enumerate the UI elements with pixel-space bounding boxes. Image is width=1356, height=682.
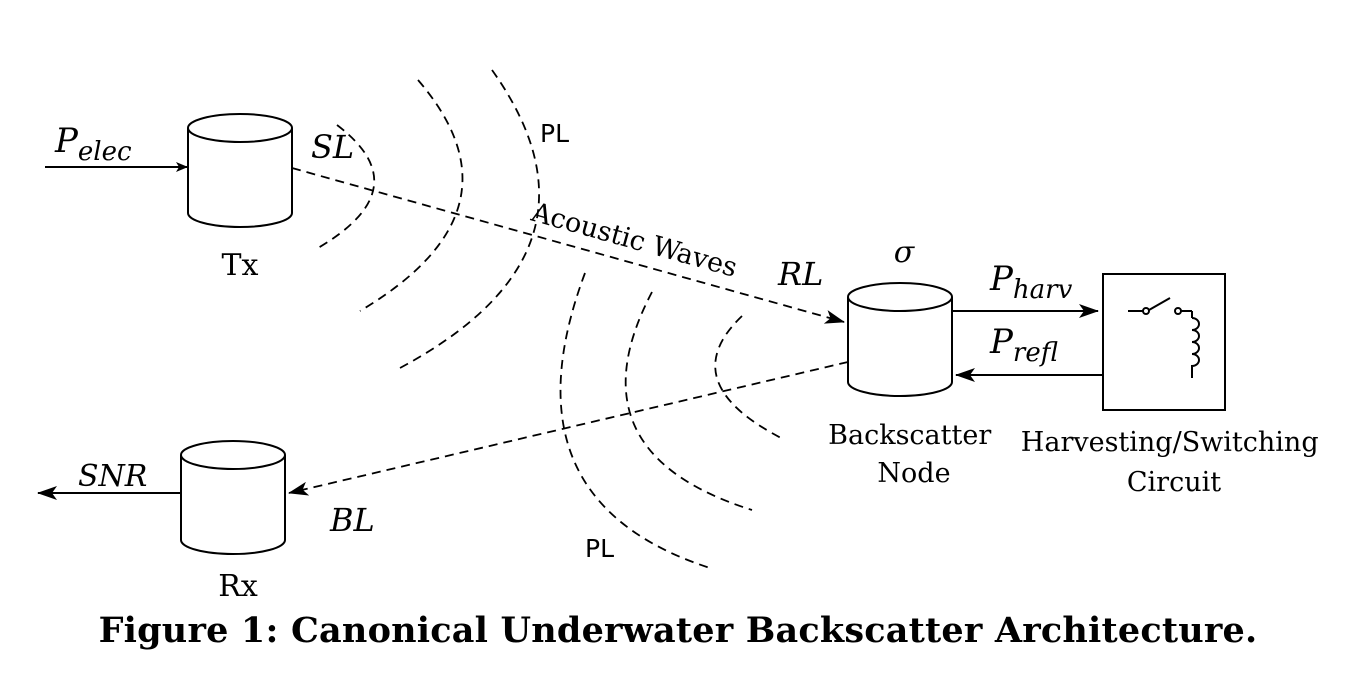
tx-label: Tx <box>222 248 259 283</box>
harvesting-circuit <box>1102 273 1226 411</box>
snr-label: SNR <box>78 459 147 494</box>
p-elec-label: Pelec <box>54 121 132 167</box>
sigma-label: σ <box>894 235 916 270</box>
tx-to-node-path <box>291 167 845 324</box>
tx-transducer <box>187 113 293 228</box>
rx-transducer <box>180 440 286 555</box>
harvesting-circuit-label: Harvesting/Switching Circuit <box>1021 427 1327 498</box>
rx-label: Rx <box>218 569 258 604</box>
acoustic-waves-label: Acoustic Waves <box>527 197 740 284</box>
p-refl-label: Prefl <box>989 322 1058 368</box>
rl-label: RL <box>777 255 823 293</box>
pl-bottom-label: PL <box>585 534 614 563</box>
p-harv-label: Pharv <box>989 259 1073 305</box>
bl-label: BL <box>329 501 375 539</box>
backscatter-node <box>847 282 953 397</box>
tx-wavefronts <box>317 69 540 369</box>
pl-top-label: PL <box>540 119 569 148</box>
sl-label: SL <box>311 128 354 166</box>
node-wavefronts <box>559 272 786 569</box>
backscatter-node-label: Backscatter Node <box>828 420 1000 489</box>
figure-caption: Figure 1: Canonical Underwater Backscatt… <box>98 610 1258 651</box>
node-to-rx-path <box>288 361 849 496</box>
